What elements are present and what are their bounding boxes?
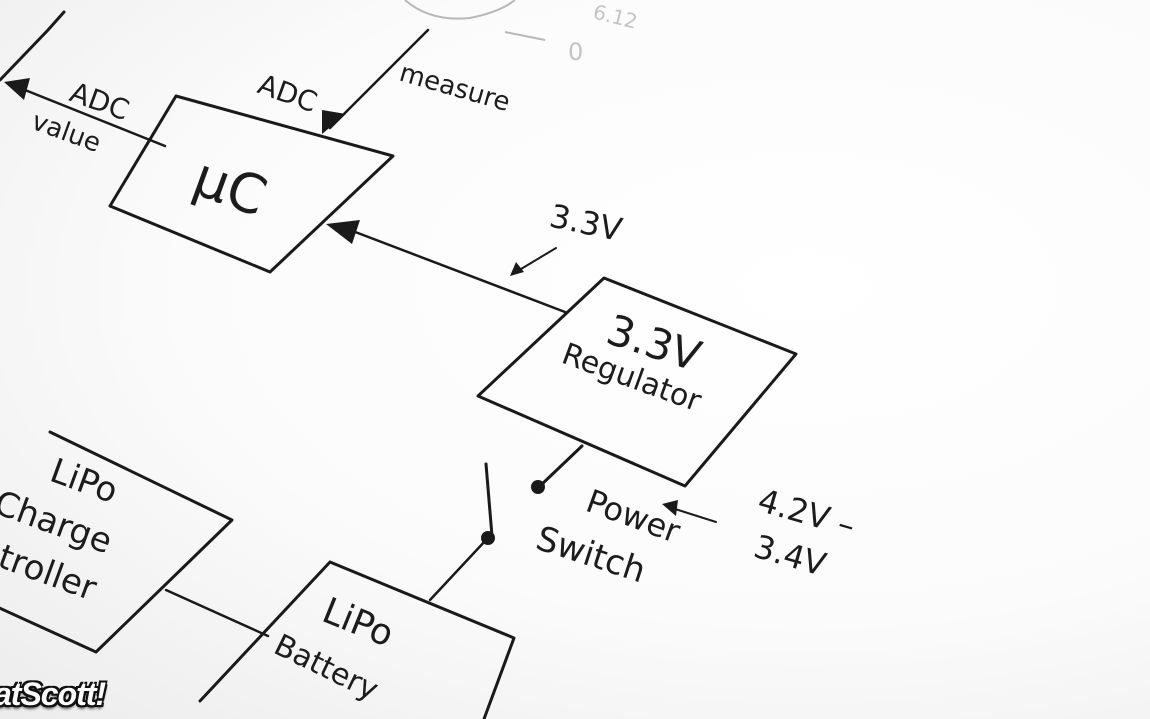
v33-arrow-line — [515, 247, 557, 273]
channel-watermark: atScott! — [0, 676, 106, 712]
adc-value-line — [18, 86, 167, 148]
measure-arrowhead — [322, 110, 346, 134]
label-battery-lipo: LiPo — [317, 590, 400, 655]
voltage-range-arrowhead — [662, 500, 678, 516]
battery-box — [198, 560, 516, 719]
label-measure: measure — [396, 58, 513, 118]
switch-to-battery-line — [428, 538, 488, 602]
regulator-box — [476, 276, 798, 488]
topleft-box-partial — [0, 10, 66, 82]
faint-circle-partial — [404, 0, 516, 20]
label-adc-top: ADC — [254, 68, 322, 120]
reg-to-switch-line — [538, 444, 584, 488]
label-uc: μC — [186, 145, 275, 229]
reg-to-uc-line — [348, 228, 567, 314]
switch-lever — [484, 462, 494, 538]
voltage-range-arrow-line — [671, 507, 717, 523]
charge-to-battery-line — [164, 588, 270, 638]
label-33v-arrow: 3.3V — [546, 197, 625, 249]
adc-value-arrowhead — [4, 78, 30, 100]
uc-box — [108, 94, 395, 274]
switch-contact-top — [531, 480, 545, 494]
measure-line — [328, 28, 430, 130]
faint-zero: 0 — [568, 38, 583, 66]
reg-to-uc-arrowhead — [326, 220, 360, 244]
faint-number: 6.12 — [591, 0, 640, 34]
v33-arrowhead — [510, 262, 524, 276]
faint-line — [504, 31, 546, 41]
charge-controller-box — [0, 430, 234, 654]
